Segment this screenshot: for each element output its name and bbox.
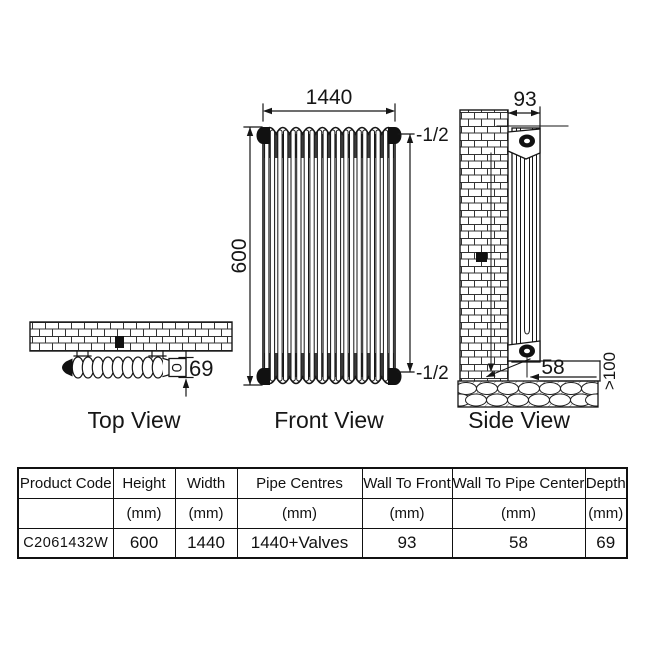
caption-side-view: Side View — [468, 407, 570, 433]
arrow-right-93 — [531, 109, 540, 117]
col-header-width: Width — [174, 467, 238, 499]
wall-section-top-view — [29, 321, 233, 352]
spec-table-data-row: C2061432W 600 1440 1440+Valves 93 58 69 — [17, 528, 628, 559]
value-wall-to-pipe-center: 58 — [451, 528, 586, 559]
value-height: 600 — [112, 528, 176, 559]
col-header-product-code: Product Code — [17, 467, 114, 499]
ground-hatch — [458, 381, 598, 407]
unit-product-code — [17, 498, 114, 529]
arrow-down-anchor — [487, 363, 495, 372]
spec-table-units-row: (mm) (mm) (mm) (mm) (mm) (mm) — [17, 498, 628, 529]
wall-to-pipe-label: 58 — [541, 356, 564, 379]
arrow-up-600 — [246, 127, 254, 136]
arrow-up-69 — [182, 378, 190, 388]
bottom-bracket-ring-hole — [524, 348, 530, 354]
radiator-side-lines — [516, 127, 537, 363]
arrow-left-1440 — [263, 107, 272, 115]
arrow-left-93 — [508, 109, 517, 117]
radiator-tubes — [264, 129, 394, 382]
col-header-height: Height — [112, 467, 176, 499]
top-connection-label: -1/2 — [416, 125, 449, 146]
arrow-left-58 — [530, 373, 539, 381]
top-bracket-ring-hole — [524, 138, 530, 144]
width-dim-label: 1440 — [306, 86, 353, 109]
unit-height: (mm) — [112, 498, 176, 529]
col-header-wall-to-front: Wall To Front — [361, 467, 453, 499]
wall-section-side-view — [459, 109, 509, 383]
spec-table-header-row: Product Code Height Width Pipe Centres W… — [17, 467, 628, 499]
wall-anchor-block-side — [476, 252, 487, 262]
radiator-top-profile — [71, 356, 165, 379]
value-product-code: C2061432W — [17, 528, 114, 559]
radiator-front-body — [262, 127, 396, 384]
valve-slot — [171, 363, 182, 372]
bushing-top-left — [256, 127, 270, 144]
caption-front-view: Front View — [274, 407, 384, 433]
wall-to-front-label: 93 — [513, 88, 536, 111]
spec-table: Product Code Height Width Pipe Centres W… — [17, 467, 628, 559]
value-pipe-centres: 1440+Valves — [236, 528, 363, 559]
unit-depth: (mm) — [584, 498, 628, 529]
caption-top-view: Top View — [88, 407, 181, 433]
arrow-up-conn — [406, 134, 414, 143]
floor-edge — [507, 360, 601, 382]
arrow-right-1440 — [386, 107, 395, 115]
arrow-down-600 — [246, 376, 254, 385]
bottom-connection-label: -1/2 — [416, 363, 449, 384]
end-cap-left — [62, 358, 73, 377]
unit-pipe-centres: (mm) — [236, 498, 363, 529]
value-width: 1440 — [174, 528, 238, 559]
unit-wall-to-pipe-center: (mm) — [451, 498, 586, 529]
height-dim-label: 600 — [228, 238, 251, 273]
wall-bracket-right — [148, 350, 167, 359]
arrow-strut — [486, 370, 496, 377]
floor-clearance-label: >100 — [600, 352, 619, 390]
wall-anchor-block — [115, 336, 124, 348]
bushing-bottom-left — [256, 368, 270, 385]
arrow-down-conn — [406, 363, 414, 372]
top-view-drawing: 69 Top View — [29, 321, 233, 433]
bushing-top-right — [388, 127, 402, 144]
dim-height-600 — [243, 126, 263, 386]
dim-connections — [397, 133, 415, 373]
ground-border — [457, 380, 599, 408]
dim-width-1440 — [262, 103, 396, 122]
col-header-depth: Depth — [584, 467, 628, 499]
col-header-pipe-centres: Pipe Centres — [236, 467, 363, 499]
bushing-bottom-right — [388, 368, 402, 385]
diagram-canvas: 69 Top View — [29, 86, 619, 433]
depth-dim-label: 69 — [189, 356, 213, 381]
col-header-wall-to-pipe-center: Wall To Pipe Center — [451, 467, 586, 499]
unit-wall-to-front: (mm) — [361, 498, 453, 529]
front-view-drawing: 1440 600 -1/2 -1/2 Front View — [228, 86, 449, 433]
side-view-drawing: 93 58 >100 Side View — [457, 88, 619, 433]
value-depth: 69 — [584, 528, 628, 559]
unit-width: (mm) — [174, 498, 238, 529]
value-wall-to-front: 93 — [361, 528, 453, 559]
